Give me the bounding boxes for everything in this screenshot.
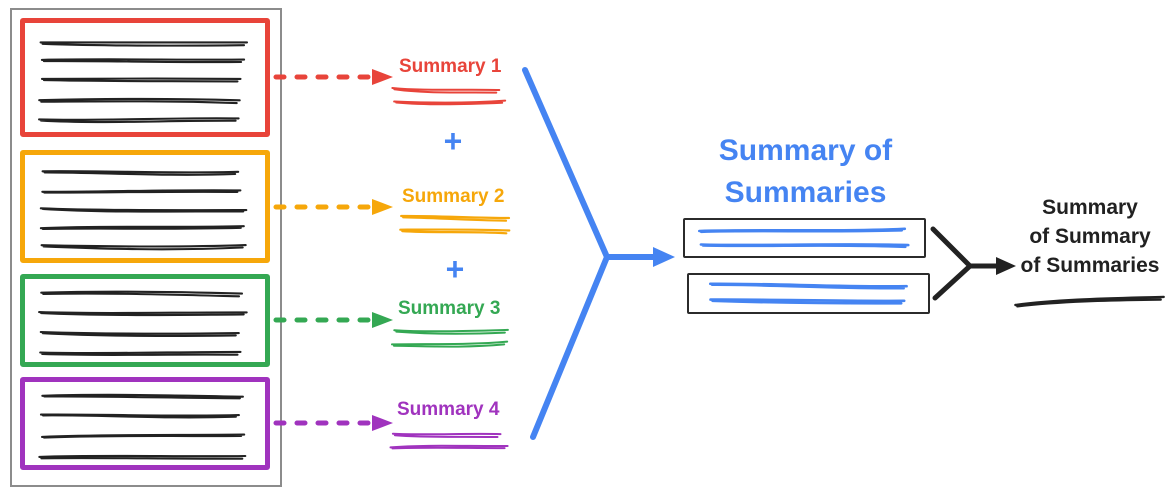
plus-sign-2: + xyxy=(445,251,465,287)
document1-to-summary1-arrow xyxy=(273,69,393,85)
summary-4-scribble xyxy=(389,432,509,450)
document-box-3 xyxy=(20,274,270,367)
document-box-2 xyxy=(20,150,270,263)
final-merge-arrow xyxy=(930,226,1016,301)
summary-4-label: Summary 4 xyxy=(397,399,500,420)
summary-of-summaries-box-2 xyxy=(687,273,930,314)
final-summary-line1: Summary xyxy=(1042,196,1138,219)
final-summary-label: Summary of Summary of Summaries xyxy=(1012,193,1168,280)
summary-3-label: Summary 3 xyxy=(398,298,501,319)
summary-of-summaries-scribble-2 xyxy=(708,282,908,305)
document-3-text-scribble xyxy=(38,290,248,357)
summary-of-summaries-box-1 xyxy=(683,218,926,258)
document-box-4 xyxy=(20,377,270,470)
summary-2-scribble xyxy=(399,214,511,235)
document4-to-summary4-arrow xyxy=(273,415,393,431)
document3-to-summary3-arrow xyxy=(273,312,393,328)
summary-3-scribble xyxy=(390,328,509,348)
summary-of-summaries-title: Summary of Summaries xyxy=(688,130,923,214)
final-summary-line2: of Summary xyxy=(1029,225,1151,248)
summary-1-label: Summary 1 xyxy=(399,56,502,77)
final-summary-scribble xyxy=(1014,295,1165,308)
document-2-text-scribble xyxy=(39,170,248,251)
document-4-text-scribble xyxy=(38,393,247,460)
summary-of-summaries-scribble-1 xyxy=(697,227,910,249)
document2-to-summary2-arrow xyxy=(273,199,393,215)
summary-2-label: Summary 2 xyxy=(402,186,505,207)
document-box-1 xyxy=(20,18,270,137)
final-summary-line3: of Summaries xyxy=(1020,254,1160,277)
summary-of-summaries-title-line1: Summary of xyxy=(718,134,893,167)
summary-of-summaries-title-line2: Summaries xyxy=(724,176,887,209)
plus-sign-1: + xyxy=(443,123,463,159)
summary-1-scribble xyxy=(391,87,507,106)
summaries-merge-arrow xyxy=(522,67,675,440)
document-1-text-scribble xyxy=(38,41,249,124)
